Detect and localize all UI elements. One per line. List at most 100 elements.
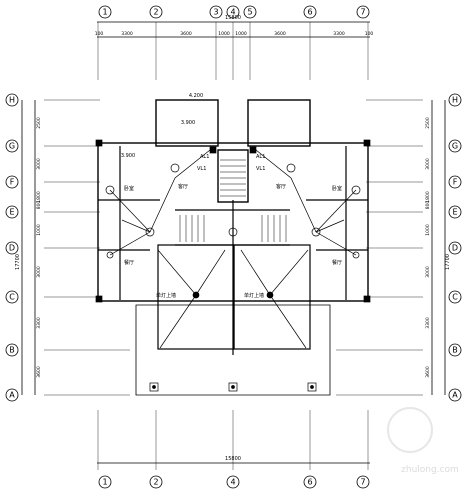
axis-bubble-circle bbox=[5, 93, 19, 107]
axis-bubble-label: 1 bbox=[102, 478, 107, 487]
elevation-room-label: 3.900 bbox=[121, 153, 135, 159]
row-axis-right-D: D bbox=[448, 241, 462, 255]
axis-bubble-circle bbox=[356, 475, 370, 489]
stair-hatch bbox=[179, 159, 287, 242]
row-axis-left-F: F bbox=[5, 175, 19, 189]
top-dimension: 3300 bbox=[333, 31, 345, 37]
axis-bubble-circle bbox=[149, 5, 163, 19]
axis-bubble-circle bbox=[5, 343, 19, 357]
row-axis-left-C: C bbox=[5, 290, 19, 304]
axis-bubble-label: 3 bbox=[213, 8, 218, 17]
right-dimension: 800 bbox=[425, 201, 431, 210]
bottom-axis-6: 6 bbox=[303, 475, 317, 489]
elevation-top-label: 4.200 bbox=[189, 93, 203, 99]
feeder-label-left: VL1 bbox=[197, 166, 206, 172]
left-dimension: 3000 bbox=[36, 266, 42, 278]
axis-bubble-circle bbox=[448, 241, 462, 255]
watermark-text: zhulong.com bbox=[401, 465, 459, 475]
axis-bubble-label: 6 bbox=[307, 8, 312, 17]
axis-bubble-circle bbox=[448, 93, 462, 107]
row-axis-left-H: H bbox=[5, 93, 19, 107]
axis-bubble-label: 4 bbox=[230, 478, 235, 487]
left-dimension: 3000 bbox=[36, 158, 42, 170]
wiring-lines bbox=[109, 149, 357, 349]
axis-bubble-circle bbox=[448, 343, 462, 357]
panel-label-left: AL1 bbox=[200, 154, 209, 160]
row-axis-left-E: E bbox=[5, 205, 19, 219]
row-axis-left-A: A bbox=[5, 388, 19, 402]
row-axis-left-G: G bbox=[5, 139, 19, 153]
axis-bubble-circle bbox=[243, 5, 257, 19]
top-dimension: 3600 bbox=[180, 31, 192, 37]
left-dimension: 2500 bbox=[36, 117, 42, 129]
axis-bubble-label: 5 bbox=[247, 8, 252, 17]
axis-bubble-circle bbox=[448, 139, 462, 153]
axis-bubble-circle bbox=[5, 175, 19, 189]
left-dimension: 1000 bbox=[36, 224, 42, 236]
axis-bubble-label: A bbox=[452, 391, 458, 400]
row-axis-left-D: D bbox=[5, 241, 19, 255]
axis-bubble-circle bbox=[448, 290, 462, 304]
top-total-label: 15800 bbox=[225, 15, 241, 21]
axis-bubble-label: B bbox=[9, 346, 15, 355]
left-dimension: 1800 bbox=[36, 191, 42, 203]
axis-bubble-label: C bbox=[9, 293, 15, 302]
fixture-label-left: 单灯上墙 bbox=[156, 292, 176, 299]
column-axis-6: 6 bbox=[303, 5, 317, 19]
row-axis-right-C: C bbox=[448, 290, 462, 304]
axis-grid-lines bbox=[44, 22, 423, 470]
column-axis-5: 5 bbox=[243, 5, 257, 19]
room-label-bed-right: 卧室 bbox=[332, 185, 342, 192]
top-dimension: 1000 bbox=[235, 31, 247, 37]
axis-bubble-label: A bbox=[9, 391, 15, 400]
row-axis-right-A: A bbox=[448, 388, 462, 402]
row-axis-right-G: G bbox=[448, 139, 462, 153]
room-label-dining-left: 餐厅 bbox=[124, 259, 134, 266]
right-dimension: 3000 bbox=[425, 266, 431, 278]
axis-bubble-circle bbox=[98, 5, 112, 19]
bottom-axis-4: 4 bbox=[226, 475, 240, 489]
row-axis-right-E: E bbox=[448, 205, 462, 219]
bottom-axis-7: 7 bbox=[356, 475, 370, 489]
column-axis-2: 2 bbox=[149, 5, 163, 19]
axis-bubble-circle bbox=[5, 241, 19, 255]
axis-bubble-label: 1 bbox=[102, 8, 107, 17]
axis-bubble-circle bbox=[303, 475, 317, 489]
bottom-axis-bubbles: 1 2 4 6 7 bbox=[98, 475, 370, 489]
row-axis-right-F: F bbox=[448, 175, 462, 189]
axis-bubble-label: F bbox=[453, 178, 458, 187]
axis-bubble-label: 4 bbox=[230, 8, 235, 17]
axis-bubble-circle bbox=[98, 475, 112, 489]
left-dimension: 3300 bbox=[36, 317, 42, 329]
axis-bubble-circle bbox=[448, 175, 462, 189]
axis-bubble-label: 7 bbox=[360, 478, 365, 487]
bottom-dimension-line: 15800 bbox=[97, 456, 370, 464]
light-fixtures bbox=[95, 139, 371, 392]
axis-bubble-circle bbox=[149, 475, 163, 489]
axis-bubble-label: 2 bbox=[153, 478, 158, 487]
axis-bubble-label: E bbox=[9, 208, 14, 217]
right-dimension: 3000 bbox=[425, 158, 431, 170]
axis-bubble-circle bbox=[5, 205, 19, 219]
left-dimension: 800 bbox=[36, 201, 42, 210]
column-axis-7: 7 bbox=[356, 5, 370, 19]
row-axis-right-H: H bbox=[448, 93, 462, 107]
watermark: zhulong.com bbox=[387, 407, 459, 475]
axis-bubble-label: G bbox=[452, 142, 458, 151]
column-axis-3: 3 bbox=[209, 5, 223, 19]
axis-bubble-circle bbox=[448, 388, 462, 402]
axis-bubble-label: C bbox=[452, 293, 458, 302]
axis-bubble-circle bbox=[226, 5, 240, 19]
room-label-bed-left: 卧室 bbox=[124, 185, 134, 192]
axis-bubble-circle bbox=[356, 5, 370, 19]
plan-annotations: 4.200 3.900 3.900 AL1 AL1 VL1 VL1 单灯上墙 单… bbox=[121, 93, 342, 299]
axis-bubble-label: H bbox=[452, 96, 458, 105]
axis-bubble-circle bbox=[5, 139, 19, 153]
row-axis-left-B: B bbox=[5, 343, 19, 357]
bottom-axis-2: 2 bbox=[149, 475, 163, 489]
